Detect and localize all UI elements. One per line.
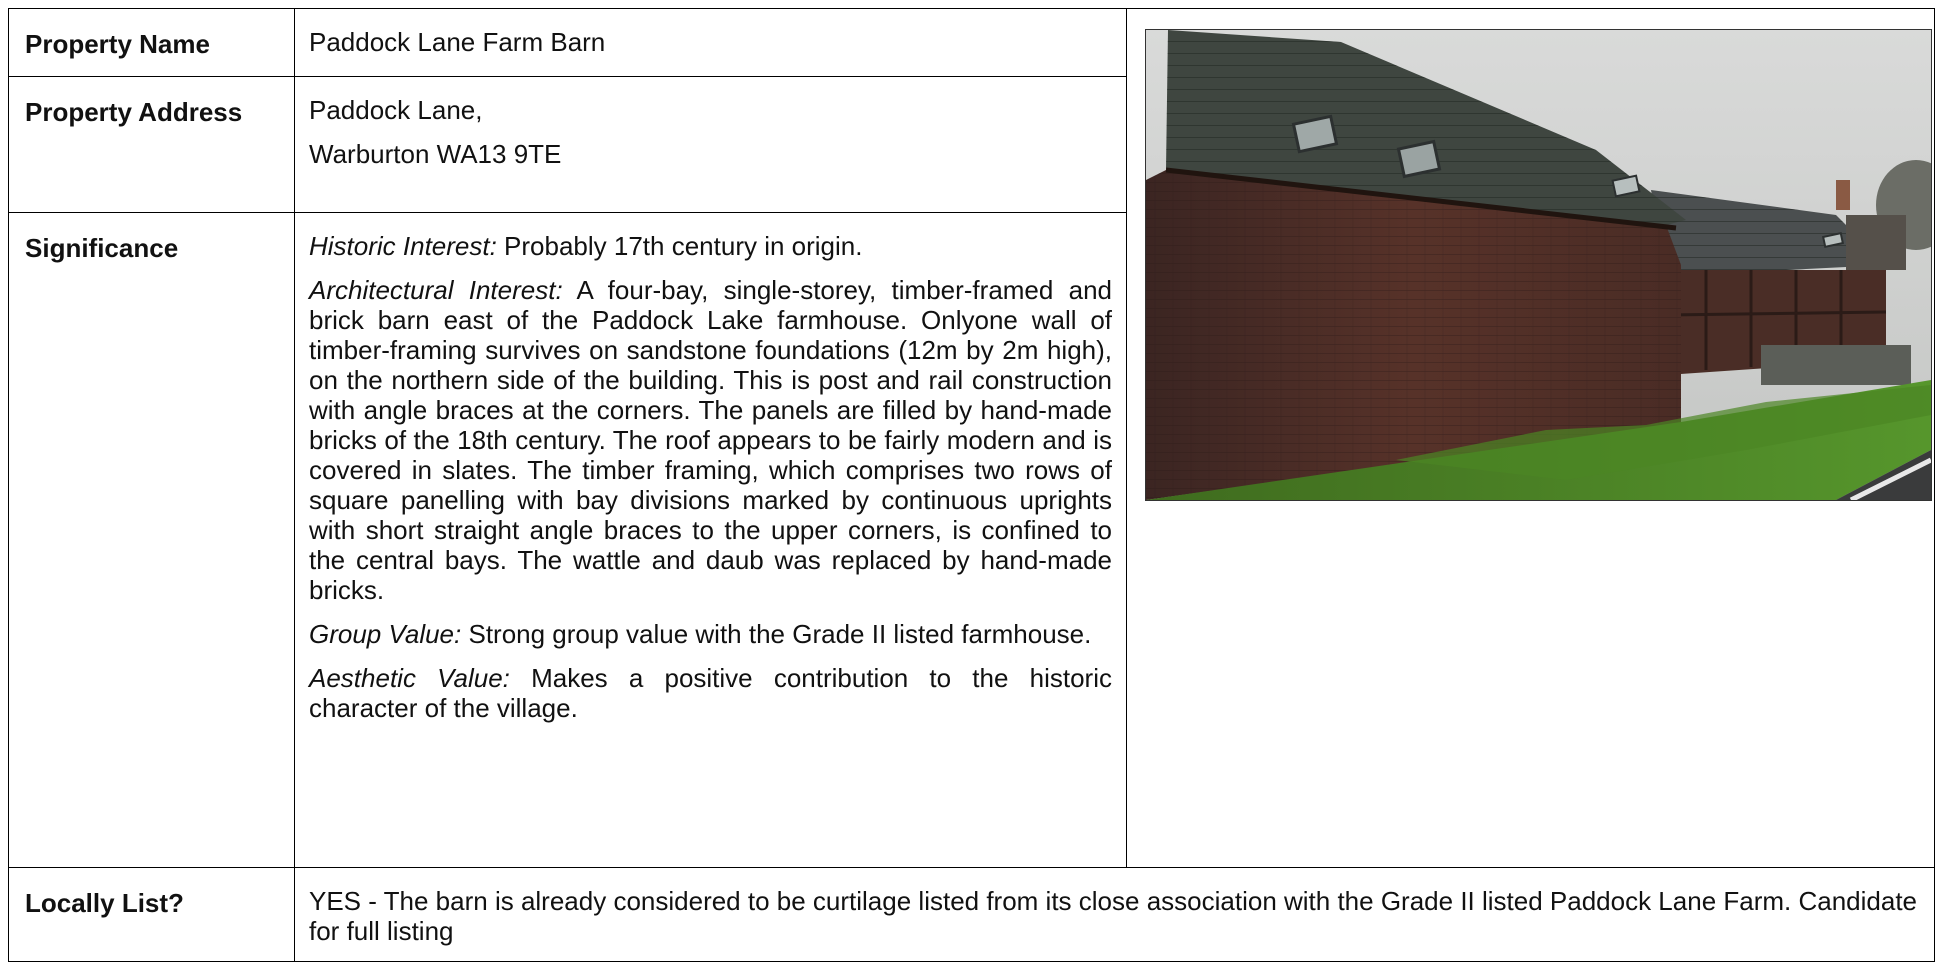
property-address-label: Property Address [8, 76, 295, 213]
historic-interest-text: Probably 17th century in origin. [496, 231, 863, 261]
aesthetic-value-paragraph: Aesthetic Value: Makes a positive contri… [309, 663, 1112, 723]
aesthetic-value-text: Makes a positive contribution to the his… [309, 663, 1112, 723]
photo-cell [1126, 8, 1935, 868]
address-line-1: Paddock Lane, [309, 95, 483, 125]
aesthetic-value-label: Aesthetic Value: [309, 663, 510, 693]
property-name-value: Paddock Lane Farm Barn [294, 8, 1127, 77]
group-value-label: Group Value: [309, 619, 462, 649]
historic-interest-label: Historic Interest: [309, 231, 497, 261]
historic-interest-paragraph: Historic Interest: Probably 17th century… [309, 231, 1112, 261]
property-name-label: Property Name [8, 8, 295, 77]
row-significance: Significance Historic Interest: Probably… [8, 212, 1935, 868]
locally-list-value: YES - The barn is already considered to … [294, 867, 1935, 962]
architectural-interest-label: Architectural Interest: [309, 275, 563, 305]
architectural-interest-text: A four-bay, single-storey, timber-framed… [309, 275, 1112, 605]
architectural-interest-paragraph: Architectural Interest: A four-bay, sing… [309, 275, 1112, 605]
row-locally-list: Locally List? YES - The barn is already … [8, 867, 1935, 962]
group-value-paragraph: Group Value: Strong group value with the… [309, 619, 1112, 649]
address-line-2: Warburton WA13 9TE [309, 139, 562, 169]
locally-list-label: Locally List? [8, 867, 295, 962]
barn-photo [1145, 29, 1932, 501]
significance-value: Historic Interest: Probably 17th century… [294, 212, 1127, 868]
significance-label: Significance [8, 212, 295, 868]
property-table: Property Name Paddock Lane Farm Barn [8, 8, 1935, 962]
row-property-name: Property Name Paddock Lane Farm Barn [8, 8, 1935, 868]
property-address-value: Paddock Lane, Warburton WA13 9TE [294, 76, 1127, 213]
locally-list-text: YES - The barn is already considered to … [309, 886, 1918, 946]
group-value-text: Strong group value with the Grade II lis… [461, 619, 1092, 649]
property-name-text: Paddock Lane Farm Barn [309, 27, 606, 57]
